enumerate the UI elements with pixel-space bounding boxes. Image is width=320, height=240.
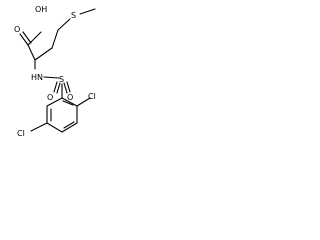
bond-alpha-beta xyxy=(34,47,53,61)
bond-sulfide-methyl xyxy=(79,8,96,15)
bond-sulfonyl-oxygen-right-b xyxy=(63,82,68,94)
bond-carboxyl-c-alpha xyxy=(27,44,36,61)
bond-ring-chloro-right xyxy=(76,97,91,107)
structural-formula: O OH S HN S O O Cl Cl xyxy=(14,5,96,138)
bond-carboxyl-c-o-double-b xyxy=(22,31,32,44)
ring-bond-3 xyxy=(46,122,63,133)
sulfonyl-oxygen-left-label: O xyxy=(47,93,53,102)
chloro-left-label: Cl xyxy=(17,129,25,138)
amine-label: HN xyxy=(31,73,43,82)
bond-sulfonyl-oxygen-left-a xyxy=(53,81,58,93)
bond-sulfonyl-oxygen-left-b xyxy=(56,82,61,94)
ring-bond-1 xyxy=(46,97,63,107)
sulfonyl-oxygen-right-label: O xyxy=(67,93,73,102)
bond-carboxyl-c-o-double-a xyxy=(19,33,29,46)
bond-ring-chloro-left xyxy=(30,122,48,132)
acid-oxygen-label: O xyxy=(14,25,20,34)
sulfonyl-label: S xyxy=(59,75,64,84)
ring-bond-4 xyxy=(61,122,78,133)
ring-double-bond-inner-3 xyxy=(62,100,74,106)
chloro-right-label: Cl xyxy=(88,92,96,101)
ring-bond-6 xyxy=(61,97,78,107)
bond-gamma-sulfide xyxy=(57,18,71,31)
sulfide-label: S xyxy=(71,11,76,20)
ring-double-bond-inner-2 xyxy=(63,121,75,129)
bond-carboxyl-c-oh xyxy=(27,31,42,46)
bond-nitrogen-sulfonyl xyxy=(43,76,60,79)
hydroxyl-label: OH xyxy=(35,5,47,14)
bond-sulfonyl-oxygen-right-a xyxy=(66,81,71,93)
bond-beta-gamma xyxy=(51,29,59,49)
